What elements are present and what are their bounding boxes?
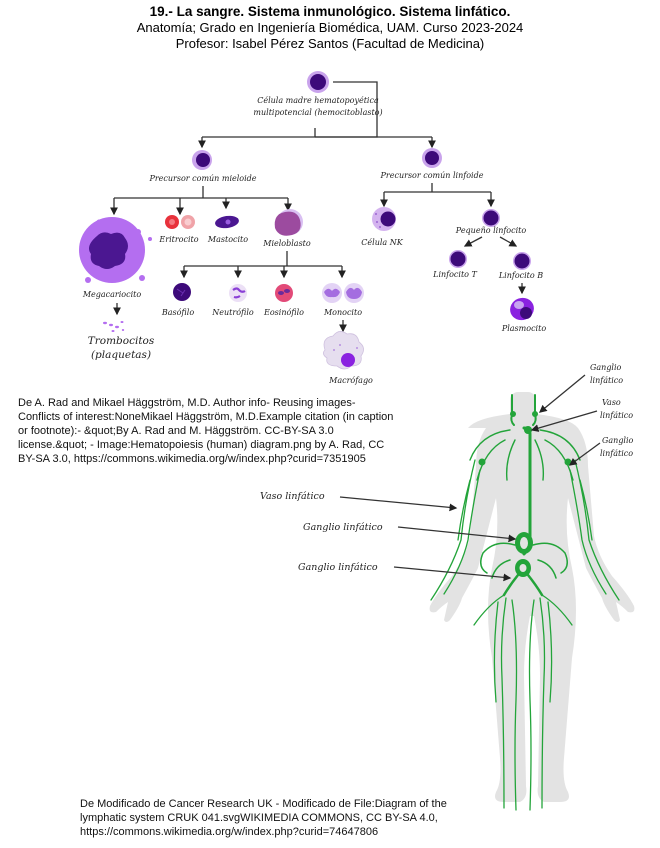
- lymphoid-precursor-icon: [422, 148, 442, 168]
- t-lymphocyte-icon: [449, 250, 467, 268]
- b-lymphocyte-label: Linfocito B: [498, 271, 543, 280]
- erythrocyte-icon: [165, 215, 195, 229]
- mast-cell-icon: [215, 215, 239, 229]
- macrophage-label: Macrófago: [328, 376, 373, 385]
- eosinophil-label: Eosinófilo: [263, 308, 304, 317]
- arm-vessel-label: Vaso linfático: [260, 491, 325, 502]
- erythrocyte-label: Eritrocito: [158, 235, 198, 244]
- small-lymphocyte-icon: [482, 209, 500, 227]
- basophil-icon: [173, 283, 191, 301]
- lymph-vessels: [430, 394, 620, 811]
- stem-cell-label-1: Célula madre hematopoyética: [257, 96, 379, 105]
- macrophage-icon: [323, 331, 364, 370]
- neck-node-label-1: Ganglio: [590, 363, 622, 372]
- lymphatic-caption: De Modificado de Cancer Research UK - Mo…: [80, 798, 447, 838]
- myeloblast-label: Mieloblasto: [262, 239, 311, 248]
- lymphoid-precursor-label: Precursor común linfoide: [380, 171, 484, 180]
- t-lymphocyte-label: Linfocito T: [432, 270, 477, 279]
- b-lymphocyte-icon: [513, 252, 531, 270]
- thrombocytes-label-2: (plaquetas): [91, 349, 151, 361]
- platelets-icon: [103, 321, 125, 332]
- small-lymphocyte-label: Pequeño linfocito: [455, 226, 527, 235]
- page-header: 19.- La sangre. Sistema inmunológico. Si…: [0, 4, 660, 52]
- megakaryocyte-icon: [79, 217, 152, 283]
- myeloid-precursor-icon: [192, 150, 212, 170]
- myeloblast-icon: [274, 209, 303, 236]
- plasma-cell-label: Plasmocito: [501, 324, 546, 333]
- professor-line: Profesor: Isabel Pérez Santos (Facultad …: [175, 36, 485, 51]
- lymphatic-system-figure: Ganglio linfático Vaso linfático Ganglio…: [260, 363, 635, 811]
- megakaryocyte-label: Megacariocito: [82, 290, 142, 299]
- stem-cell-label-2: multipotencial (hemocitoblasto): [253, 108, 382, 117]
- mast-cell-label: Mastocito: [207, 235, 248, 244]
- course-line: Anatomía; Grado en Ingeniería Biomédica,…: [136, 20, 524, 35]
- duct-label-1: Vaso: [602, 398, 621, 407]
- neutrophil-icon: [229, 284, 247, 302]
- nk-cell-label: Célula NK: [361, 238, 403, 247]
- pelvic-node-label: Ganglio linfático: [298, 562, 378, 573]
- stem-cell-icon: [307, 71, 329, 93]
- duct-label-2: linfático: [600, 411, 633, 420]
- thrombocytes-label-1: Trombocitos: [88, 335, 155, 347]
- neutrophil-label: Neutrófilo: [211, 308, 254, 317]
- page-title: 19.- La sangre. Sistema inmunológico. Si…: [149, 4, 511, 19]
- basophil-label: Basófilo: [161, 308, 194, 317]
- monocyte-icon: [322, 283, 364, 303]
- body-silhouette: [429, 392, 635, 802]
- abdominal-node-label: Ganglio linfático: [303, 522, 383, 533]
- monocyte-label: Monocito: [323, 308, 362, 317]
- plasma-cell-icon: [510, 297, 534, 321]
- neck-node-label-2: linfático: [590, 376, 623, 385]
- hematopoiesis-caption: De A. Rad and Mikael Häggström, M.D. Aut…: [18, 397, 394, 465]
- hematopoiesis-diagram: Célula madre hematopoyética multipotenci…: [79, 71, 546, 385]
- nk-cell-icon: [372, 207, 396, 231]
- axillary-node-label-1: Ganglio: [602, 436, 634, 445]
- eosinophil-icon: [275, 284, 293, 302]
- axillary-node-label-2: linfático: [600, 449, 633, 458]
- myeloid-precursor-label: Precursor común mieloide: [148, 174, 256, 183]
